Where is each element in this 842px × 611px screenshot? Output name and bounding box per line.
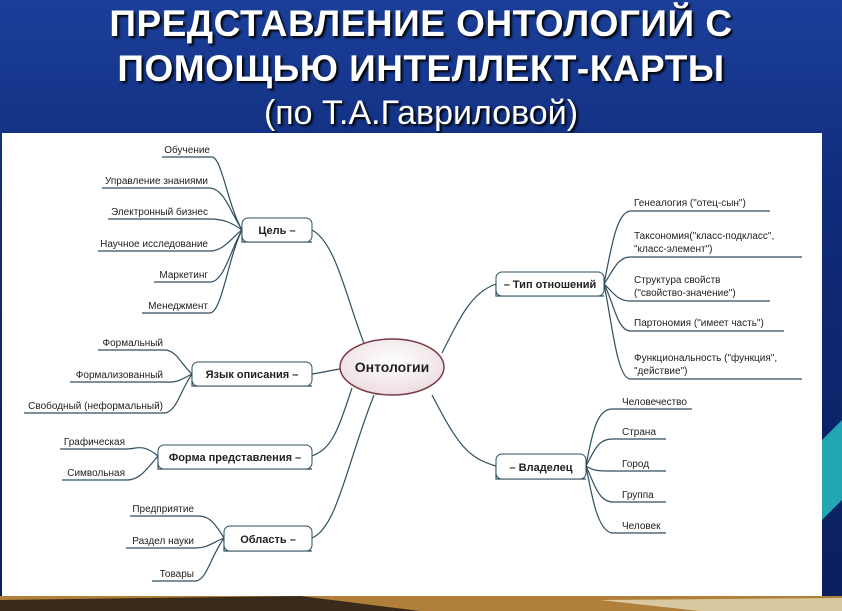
form-leaf: Символьная (67, 468, 125, 479)
goal-leaves: Обучение Управление знаниями Электронный… (100, 144, 210, 312)
goal-leaf: Научное исследование (100, 239, 208, 250)
connector-relation-4 (603, 283, 784, 332)
goal-leaf: Обучение (164, 144, 210, 156)
language-leaf: Свободный (неформальный) (28, 400, 163, 412)
branch-node-relation: – Тип отношений (495, 271, 605, 297)
branch-label-language: Язык описания – (206, 369, 299, 381)
connector-owner-4 (585, 465, 666, 503)
connector-relation-3 (603, 283, 770, 302)
branch-label-owner: – Владелец (509, 462, 572, 474)
connector-language-3 (24, 373, 193, 414)
connector-owner-1 (585, 408, 692, 467)
owner-leaf: Страна (622, 427, 656, 438)
relation-leaf-line2: "действие") (634, 366, 687, 377)
connector-language-2 (70, 373, 193, 383)
language-leaf: Формализованный (76, 370, 163, 381)
teal-accent-shape (822, 420, 842, 520)
connector-language (311, 368, 341, 375)
connector-goal-4 (98, 229, 243, 252)
title-line-3: (по Т.А.Гавриловой) (263, 94, 579, 132)
connector-relation (441, 283, 497, 354)
connector-goal-1 (162, 156, 243, 231)
branch-label-form: Форма представления – (169, 452, 301, 464)
goal-leaf: Менеджмент (148, 301, 208, 312)
connector-goal-6 (142, 229, 243, 314)
goal-leaf: Управление знаниями (105, 176, 208, 187)
relation-leaf-line2: ("свойство-значение") (634, 288, 736, 299)
owner-leaf: Человек (622, 521, 661, 532)
connector-owner-5 (585, 465, 666, 534)
dark-accent-shape (0, 596, 420, 611)
form-leaves: Графическая Символьная (64, 436, 125, 479)
relation-leaves: Генеалогия ("отец-сын") Таксономия("клас… (634, 198, 777, 377)
owner-leaves: Человечество Страна Город Группа Человек (622, 397, 687, 532)
relation-leaf: Функциональность ("функция", (634, 352, 777, 364)
branch-node-area: Область – (223, 525, 313, 552)
goal-leaf: Маркетинг (159, 270, 208, 281)
connector-goal-3 (108, 218, 243, 231)
relation-leaf-line2: "класс-элемент") (634, 244, 712, 255)
center-node: Онтологии (339, 338, 445, 396)
connector-owner-3 (585, 465, 666, 472)
branch-node-language: Язык описания – (191, 361, 313, 387)
area-leaf: Товары (160, 569, 194, 580)
connector-form (311, 387, 353, 457)
connector-form-1 (60, 447, 159, 457)
connector-relation-2 (603, 256, 802, 285)
area-leaves: Предприятие Раздел науки Товары (132, 504, 194, 580)
title-line-2: ПОМОЩЬЮ ИНТЕЛЛЕКТ-КАРТЫ (117, 48, 725, 89)
relation-leaf: Структура свойств (634, 275, 720, 286)
connector-area (311, 394, 375, 539)
goal-leaf: Электронный бизнес (111, 206, 208, 218)
mind-map: Онтологии Цель – Язык описания – Форма п… (24, 144, 802, 582)
branch-label-area: Область – (240, 534, 296, 546)
connector-owner-2 (585, 438, 666, 467)
area-leaf: Раздел науки (132, 536, 194, 547)
light-accent-shape (600, 598, 842, 611)
connector-language-1 (98, 349, 193, 375)
title-line-1: ПРЕДСТАВЛЕНИЕ ОНТОЛОГИЙ С (109, 3, 733, 44)
owner-leaf: Город (622, 459, 649, 470)
connector-goal-2 (102, 187, 243, 231)
branch-node-goal: Цель – (241, 217, 313, 243)
connector-form-2 (62, 455, 159, 481)
owner-leaf: Человечество (622, 397, 687, 408)
connector-area-2 (126, 537, 225, 549)
center-label: Онтологии (355, 359, 430, 375)
language-leaves: Формальный Формализованный Свободный (не… (28, 338, 163, 412)
form-leaf: Графическая (64, 436, 125, 448)
owner-leaf: Группа (622, 490, 654, 501)
mind-map-panel: Онтологии Цель – Язык описания – Форма п… (2, 133, 822, 596)
connector-area-3 (152, 537, 225, 582)
connector-relation-1 (603, 210, 770, 285)
branch-node-form: Форма представления – (157, 444, 313, 470)
relation-leaf: Генеалогия ("отец-сын") (634, 198, 746, 209)
connector-goal (311, 229, 368, 352)
connector-area-1 (130, 515, 225, 539)
branch-node-owner: – Владелец (495, 453, 587, 480)
connector-relation-5 (603, 283, 802, 380)
connector-owner (431, 394, 497, 467)
language-leaf: Формальный (102, 338, 163, 349)
relation-leaf: Таксономия("класс-подкласс", (634, 231, 774, 242)
branch-label-relation: – Тип отношений (504, 279, 597, 291)
branch-label-goal: Цель – (258, 225, 295, 237)
area-leaf: Предприятие (132, 504, 194, 515)
relation-leaf: Партономия ("имеет часть") (634, 318, 764, 329)
